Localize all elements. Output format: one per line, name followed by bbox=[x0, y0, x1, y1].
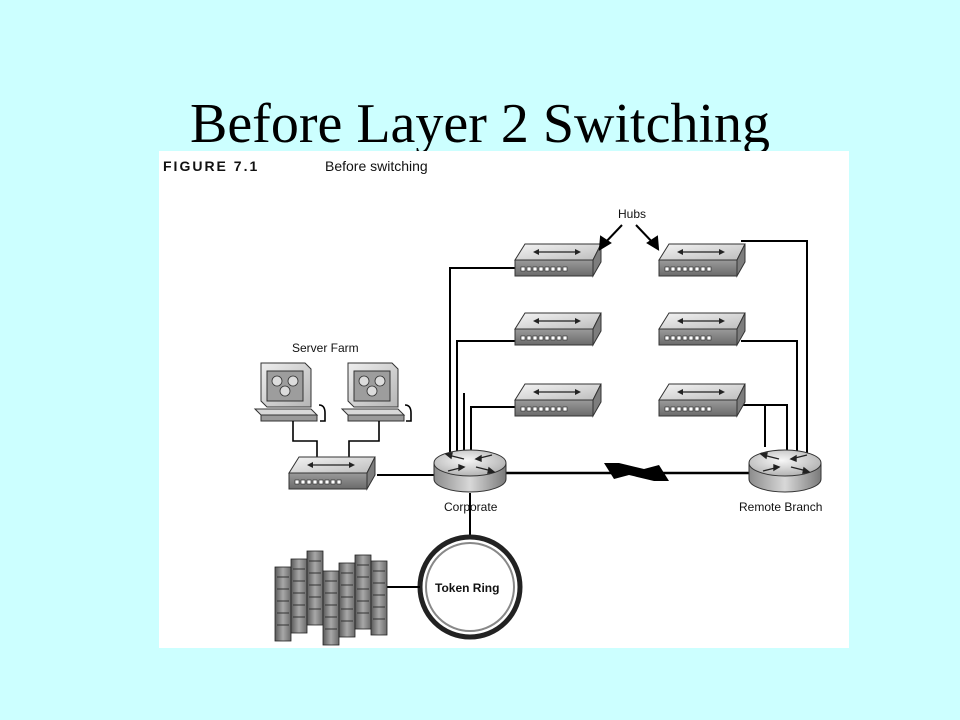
hub-remote-3 bbox=[658, 383, 746, 417]
remote-branch-label: Remote Branch bbox=[739, 500, 822, 514]
hub-remote-1 bbox=[658, 243, 746, 277]
hub-corporate-3 bbox=[514, 383, 602, 417]
wan-link bbox=[506, 463, 749, 481]
hub-corporate-2 bbox=[514, 312, 602, 346]
figure-caption: Before switching bbox=[325, 158, 428, 174]
server-farm-pc-2 bbox=[341, 362, 405, 422]
hub-corporate-1 bbox=[514, 243, 602, 277]
network-diagram-figure: FIGURE 7.1 Before switching Hubs Server … bbox=[159, 151, 849, 648]
token-ring-label: Token Ring bbox=[435, 581, 499, 595]
corporate-router bbox=[433, 449, 507, 493]
remote-hub-links bbox=[741, 240, 808, 453]
server-farm-label: Server Farm bbox=[292, 341, 359, 355]
hub-remote-2 bbox=[658, 312, 746, 346]
hubs-pointer-arrows bbox=[598, 224, 660, 251]
figure-number: FIGURE 7.1 bbox=[163, 158, 259, 174]
server-farm-pc-1 bbox=[254, 362, 318, 422]
server-farm-hub bbox=[288, 456, 376, 490]
hubs-label: Hubs bbox=[618, 207, 646, 221]
corporate-hub-links bbox=[449, 267, 515, 459]
slide-title: Before Layer 2 Switching bbox=[189, 93, 771, 155]
remote-branch-router bbox=[748, 449, 822, 493]
server-farm-links bbox=[292, 404, 412, 457]
mainframe-servers-icon bbox=[274, 550, 388, 646]
